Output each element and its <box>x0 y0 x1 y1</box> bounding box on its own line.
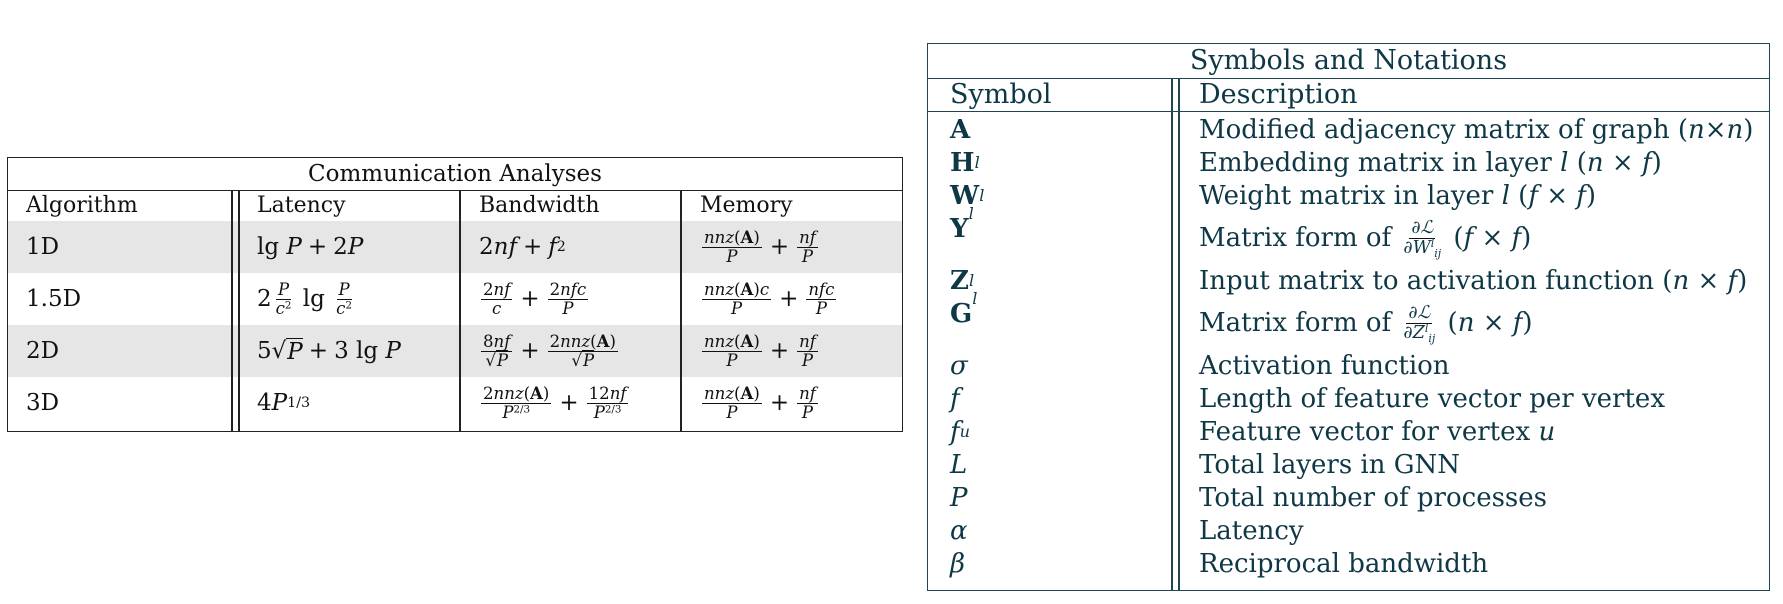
table-title: Symbols and Notations <box>928 44 1769 79</box>
table-row: L Total layers in GNN <box>928 448 1769 481</box>
communication-analyses-table: Communication Analyses Algorithm Latency… <box>7 157 903 432</box>
column-header-bandwidth: Bandwidth <box>479 193 600 218</box>
description-cell: Reciprocal bandwidth <box>1199 548 1489 579</box>
symbol-cell: β <box>950 548 966 579</box>
column-divider <box>1171 78 1173 590</box>
table-row: α Latency <box>928 514 1769 547</box>
description-cell: Length of feature vector per vertex <box>1199 383 1665 414</box>
column-header-algorithm: Algorithm <box>26 193 138 218</box>
column-header-memory: Memory <box>700 193 793 218</box>
description-cell: Matrix form of ∂ℒ∂Zlij (n × f) <box>1199 302 1533 345</box>
algorithm-cell: 3D <box>26 390 60 416</box>
bandwidth-cell: 8nf√P+2nnz(A)√P <box>481 331 618 370</box>
symbol-cell: α <box>950 515 968 546</box>
column-divider <box>238 190 240 431</box>
description-cell: Input matrix to activation function (n ×… <box>1199 265 1748 296</box>
description-cell: Weight matrix in layer l (f × f) <box>1199 180 1597 211</box>
table-row: σ Activation function <box>928 349 1769 382</box>
symbol-cell: σ <box>950 350 968 381</box>
symbol-cell: A <box>950 114 971 145</box>
table-row: 2D 5√P+3 lg P 8nf√P+2nnz(A)√P nnz(A)P+nf… <box>8 325 902 377</box>
description-cell: Matrix form of ∂ℒ∂Wlij (f × f) <box>1199 217 1532 260</box>
description-cell: Modified adjacency matrix of graph (n×n) <box>1199 114 1754 145</box>
column-divider <box>1178 78 1180 590</box>
table-header-row: Symbol Description <box>928 78 1769 112</box>
symbol-cell: f <box>950 383 960 414</box>
symbol-cell: L <box>950 449 968 480</box>
algorithm-cell: 1D <box>26 234 60 260</box>
description-cell: Embedding matrix in layer l (n × f) <box>1199 147 1662 178</box>
description-cell: Latency <box>1199 515 1304 546</box>
column-divider <box>459 190 461 431</box>
description-cell: Total layers in GNN <box>1199 449 1461 480</box>
description-cell: Total number of processes <box>1199 482 1548 513</box>
symbols-notations-table: Symbols and Notations Symbol Description… <box>927 43 1770 591</box>
table-title: Communication Analyses <box>8 158 902 191</box>
algorithm-cell: 2D <box>26 338 60 364</box>
table-row: A Modified adjacency matrix of graph (n×… <box>928 113 1769 146</box>
table-header-row: Algorithm Latency Bandwidth Memory <box>8 190 902 222</box>
column-header-symbol: Symbol <box>950 79 1052 110</box>
description-cell: Activation function <box>1199 350 1450 381</box>
column-divider <box>680 190 682 431</box>
column-header-description: Description <box>1199 79 1358 110</box>
table-row: P Total number of processes <box>928 481 1769 514</box>
description-cell: Feature vector for vertex u <box>1199 416 1556 447</box>
table-row: f Length of feature vector per vertex <box>928 382 1769 415</box>
table-row: β Reciprocal bandwidth <box>928 547 1769 580</box>
symbol-cell: P <box>950 482 968 513</box>
algorithm-cell: 1.5D <box>26 286 82 312</box>
column-divider <box>231 190 233 431</box>
column-header-latency: Latency <box>257 193 346 218</box>
latency-cell: 5√P+3 lg P <box>257 337 401 365</box>
